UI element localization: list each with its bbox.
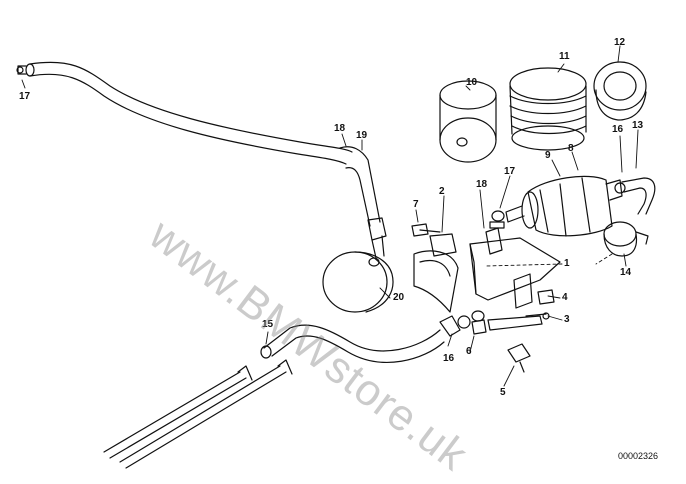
callout-14: 14 bbox=[620, 267, 632, 278]
callout-5: 5 bbox=[500, 387, 506, 398]
callout-6: 6 bbox=[466, 346, 472, 357]
callout-1: 1 bbox=[564, 258, 570, 269]
round-filter-housing bbox=[322, 251, 394, 313]
fuel-hose-upper bbox=[16, 61, 353, 165]
callout-18: 18 bbox=[334, 123, 346, 134]
callout-2: 2 bbox=[439, 186, 445, 197]
callout-15: 15 bbox=[262, 319, 274, 330]
mounting-bracket bbox=[413, 227, 561, 313]
fuel-pump-body bbox=[505, 175, 623, 237]
callout-10: 10 bbox=[466, 77, 478, 88]
fuel-hose-lower bbox=[260, 315, 471, 363]
callout-3: 3 bbox=[564, 314, 570, 325]
callout-19: 19 bbox=[356, 130, 368, 141]
callout-18-lower: 18 bbox=[476, 179, 488, 190]
callout-16-lower: 16 bbox=[443, 353, 455, 364]
pump-outlet-hose bbox=[614, 177, 656, 215]
end-cap bbox=[593, 61, 647, 121]
callout-7: 7 bbox=[413, 199, 419, 210]
fuel-lines-lower bbox=[103, 359, 293, 469]
callout-9: 9 bbox=[545, 150, 551, 161]
callout-13: 13 bbox=[632, 120, 644, 131]
drawing-number: 00002326 bbox=[618, 451, 659, 461]
leader-lines bbox=[21, 45, 639, 387]
damper-sleeve bbox=[439, 80, 497, 163]
hose-elbow-connector bbox=[339, 146, 387, 259]
callout-17-lower: 17 bbox=[504, 166, 516, 177]
callout-20: 20 bbox=[393, 292, 405, 303]
callout-4: 4 bbox=[562, 292, 568, 303]
rubber-boot-ribbed bbox=[509, 67, 587, 151]
callout-16-upper: 16 bbox=[612, 124, 624, 135]
callout-17: 17 bbox=[19, 91, 31, 102]
callout-11: 11 bbox=[559, 51, 570, 62]
fasteners bbox=[411, 223, 555, 331]
sensor-and-fitting bbox=[471, 310, 531, 373]
callout-12: 12 bbox=[614, 37, 626, 48]
pressure-accumulator bbox=[603, 221, 649, 257]
callout-8: 8 bbox=[568, 143, 574, 154]
pump-inlet-fitting bbox=[489, 210, 505, 229]
